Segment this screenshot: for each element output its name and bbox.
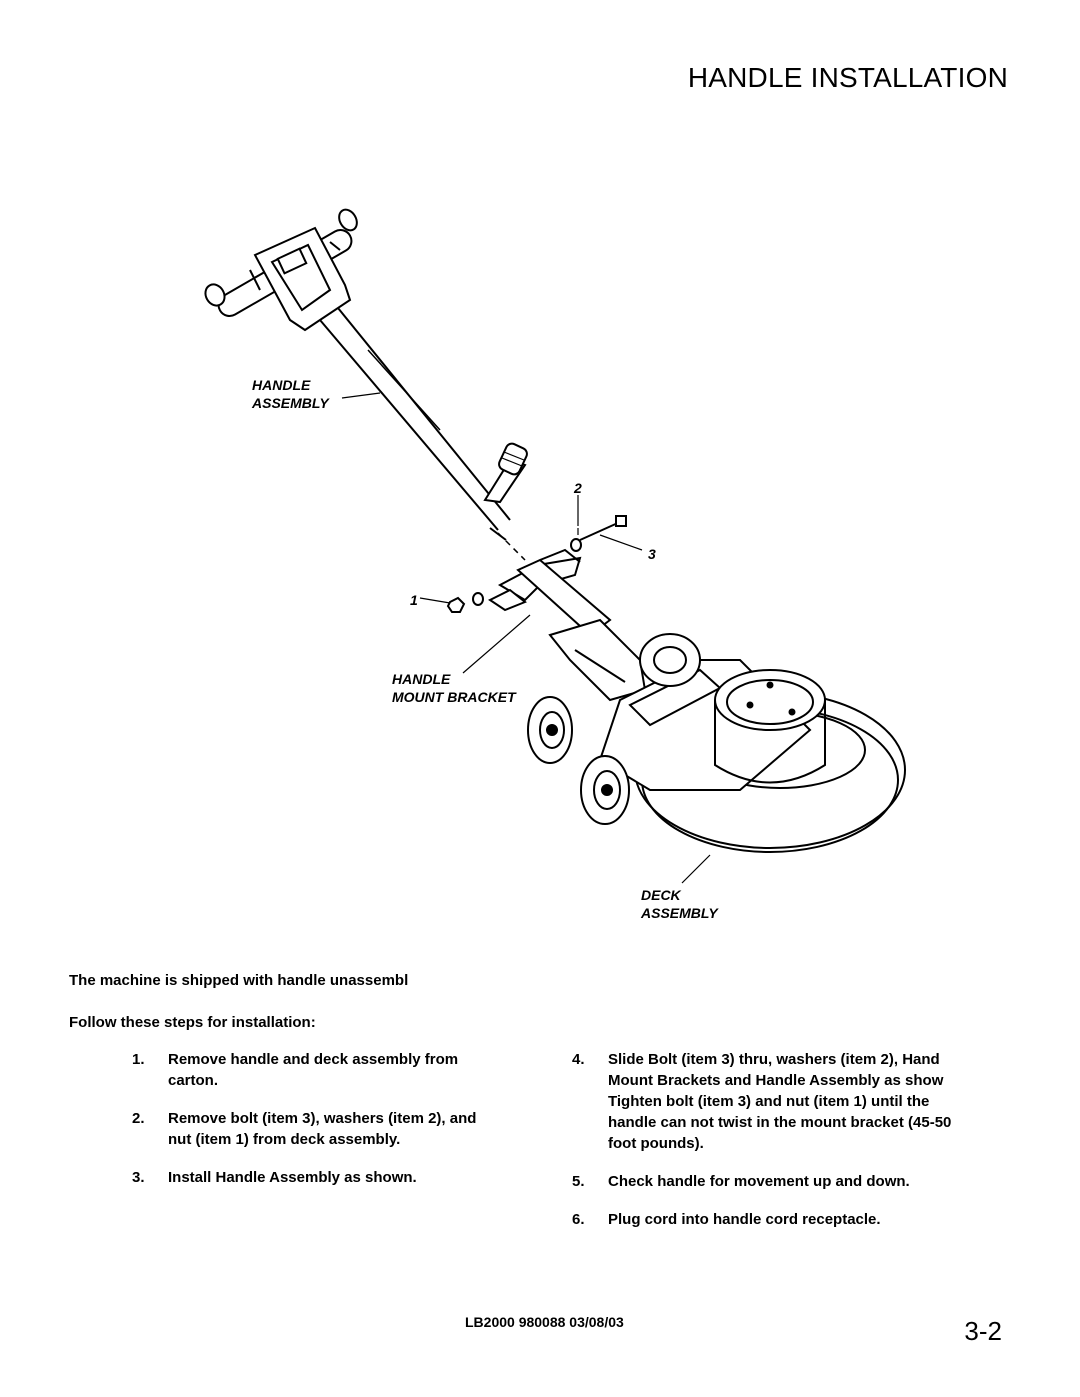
- wheel-front: [580, 755, 630, 825]
- label-deck-line1: DECK: [641, 887, 681, 903]
- label-handle-assembly-line2: ASSEMBLY: [252, 395, 329, 411]
- label-handle-assembly: HANDLE ASSEMBLY: [252, 376, 329, 412]
- intro-text: The machine is shipped with handle unass…: [69, 972, 409, 989]
- label-deck-line2: ASSEMBLY: [641, 905, 718, 921]
- label-deck-assembly: DECK ASSEMBLY: [641, 886, 718, 922]
- step-number: 3.: [132, 1169, 145, 1186]
- bolt-and-washer: [570, 515, 627, 552]
- label-handle-mount-line1: HANDLE: [392, 671, 451, 687]
- nut: [446, 592, 484, 613]
- deck-yoke: [548, 618, 647, 702]
- step-text: Remove bolt (item 3), washers (item 2), …: [168, 1110, 477, 1148]
- label-item-2: 2: [574, 480, 582, 496]
- label-item-3: 3: [648, 546, 656, 562]
- page-number: 3-2: [964, 1316, 1002, 1346]
- step-number: 2.: [132, 1110, 145, 1127]
- wheel-left: [527, 696, 573, 764]
- step-number: 1.: [132, 1051, 145, 1068]
- step-text: Install Handle Assembly as shown.: [168, 1169, 417, 1186]
- handle-installation-diagram: [204, 208, 906, 884]
- step-text: Plug cord into handle cord receptacle.: [608, 1211, 881, 1228]
- handle-tube: [319, 307, 511, 541]
- cord-plug: [483, 442, 528, 504]
- rear-wheel-right: [639, 633, 701, 687]
- handle-control-box: [249, 226, 352, 332]
- step-item: 3. Install Handle Assembly as shown.: [132, 1167, 552, 1188]
- step-number: 4.: [572, 1051, 585, 1068]
- step-number: 5.: [572, 1173, 585, 1190]
- label-handle-mount-bracket: HANDLE MOUNT BRACKET: [392, 670, 516, 706]
- step-item: 4. Slide Bolt (item 3) thru, washers (it…: [572, 1049, 1012, 1154]
- page-title: HANDLE INSTALLATION: [687, 62, 1008, 93]
- step-text: Slide Bolt (item 3) thru, washers (item …: [608, 1051, 952, 1152]
- step-text: Check handle for movement up and down.: [608, 1173, 910, 1190]
- step-item: 5. Check handle for movement up and down…: [572, 1171, 1012, 1192]
- label-handle-mount-line2: MOUNT BRACKET: [392, 689, 516, 705]
- label-handle-assembly-line1: HANDLE: [252, 377, 311, 393]
- label-item-1: 1: [410, 592, 418, 608]
- step-text: Remove handle and deck assembly from car…: [168, 1051, 459, 1089]
- steps-right: 4. Slide Bolt (item 3) thru, washers (it…: [572, 1049, 1012, 1230]
- steps-left: 1. Remove handle and deck assembly from …: [132, 1049, 552, 1188]
- footer-document-code: LB2000 980088 03/08/03: [465, 1314, 624, 1330]
- step-number: 6.: [572, 1211, 585, 1228]
- motor-canister: [714, 669, 826, 784]
- step-item: 2. Remove bolt (item 3), washers (item 2…: [132, 1108, 552, 1150]
- step-item: 6. Plug cord into handle cord receptacle…: [572, 1209, 1012, 1230]
- handle-mount-bracket: [488, 548, 612, 637]
- follow-text: Follow these steps for installation:: [69, 1014, 316, 1031]
- step-item: 1. Remove handle and deck assembly from …: [132, 1049, 552, 1091]
